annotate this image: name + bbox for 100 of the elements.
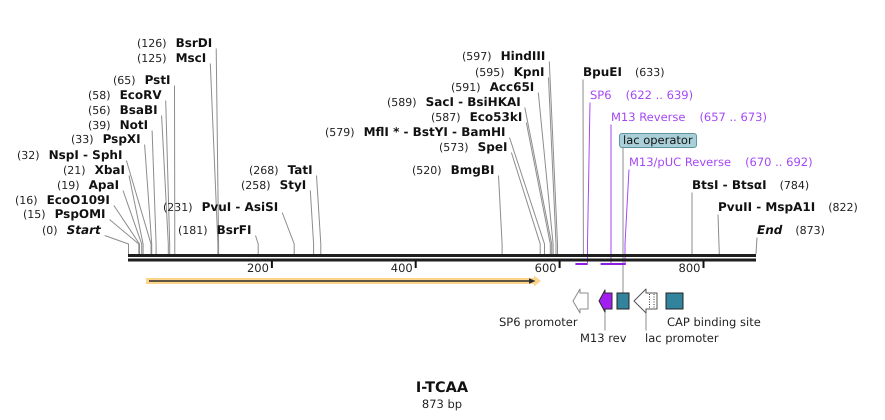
enzyme-name: Acc65I bbox=[490, 80, 534, 94]
leader-line bbox=[498, 175, 503, 254]
enzyme-name: BtsI - BtsαI bbox=[692, 178, 767, 192]
enzyme-name: End bbox=[757, 222, 782, 238]
enzyme-name: BsaBI bbox=[120, 102, 158, 118]
leader-line bbox=[174, 85, 176, 254]
leader-line bbox=[144, 144, 152, 254]
leader-line bbox=[718, 214, 720, 254]
tick-label: 200 bbox=[246, 262, 269, 275]
site-position: (258) bbox=[241, 178, 271, 192]
leader-line bbox=[756, 237, 758, 254]
site-position: (595) bbox=[475, 64, 505, 80]
enzyme-name: SacI - BsiHKAI bbox=[426, 94, 521, 110]
enzyme-name: NotI bbox=[120, 118, 148, 132]
enzyme-name: BmgBI bbox=[450, 162, 494, 178]
feature-tag: lac operator bbox=[619, 132, 697, 148]
leader-line bbox=[604, 312, 606, 331]
enzyme-name: XbaI bbox=[94, 162, 125, 178]
site-position: (56) bbox=[88, 102, 111, 118]
site-position: (126) bbox=[137, 36, 167, 50]
site-position: (125) bbox=[137, 50, 167, 66]
site-position: (0) bbox=[42, 222, 58, 238]
enzyme-name: StyI bbox=[280, 178, 306, 192]
site-position: (597) bbox=[462, 48, 492, 64]
site-position: (268) bbox=[249, 162, 279, 178]
leader-line bbox=[548, 77, 556, 254]
promoter-symbol bbox=[634, 288, 658, 314]
primer-position: (622 .. 639) bbox=[626, 88, 694, 102]
leader-line bbox=[526, 122, 551, 254]
site-position: (784) bbox=[780, 178, 810, 192]
enzyme-name: TatI bbox=[288, 162, 313, 178]
site-position: (58) bbox=[88, 88, 111, 102]
enzyme-name: KpnI bbox=[514, 64, 544, 80]
leader-line bbox=[622, 147, 624, 294]
enzyme-name: MflI * - BstYI - BamHI bbox=[364, 124, 506, 140]
leader-line bbox=[316, 175, 322, 254]
leader-line bbox=[624, 169, 630, 264]
leader-line bbox=[310, 190, 314, 254]
enzyme-name: Eco53kI bbox=[470, 110, 522, 124]
site-position: (573) bbox=[439, 140, 469, 154]
feature-label: SP6 promoter bbox=[499, 314, 578, 330]
site-position: (19) bbox=[57, 178, 80, 192]
leader-line bbox=[582, 79, 584, 254]
site-position: (520) bbox=[412, 162, 442, 178]
site-position: (32) bbox=[17, 148, 40, 162]
leader-line bbox=[509, 137, 545, 254]
leader-line bbox=[216, 48, 220, 254]
site-position: (231) bbox=[163, 200, 193, 214]
enzyme-name: PvuII - MspA1I bbox=[718, 200, 816, 214]
primer-name: M13/pUC Reverse bbox=[629, 154, 732, 170]
enzyme-name: BsrDI bbox=[176, 36, 212, 50]
leader-line bbox=[538, 92, 554, 254]
primer-name: M13 Reverse bbox=[611, 110, 686, 124]
primer-position: (670 .. 692) bbox=[745, 154, 813, 170]
enzyme-name: PstI bbox=[144, 72, 171, 88]
site-position: (181) bbox=[178, 222, 208, 238]
leader-line bbox=[587, 102, 590, 264]
leader-line bbox=[122, 190, 142, 254]
site-position: (15) bbox=[23, 206, 46, 222]
map-title: I-TCAA bbox=[416, 381, 468, 396]
enzyme-name: HindIII bbox=[500, 48, 546, 64]
leader-line bbox=[128, 175, 144, 254]
leader-line bbox=[165, 100, 170, 254]
leader-line bbox=[610, 124, 612, 264]
feature-label: lac promoter bbox=[645, 330, 719, 346]
enzyme-name: Start bbox=[66, 222, 101, 238]
tick-label: 400 bbox=[390, 262, 413, 275]
enzyme-name: NspI - SphI bbox=[48, 148, 122, 162]
leader-line bbox=[255, 235, 259, 254]
enzyme-name: BsrFI bbox=[216, 222, 252, 238]
leader-line bbox=[113, 205, 140, 254]
tick-label: 600 bbox=[534, 262, 557, 275]
site-position: (591) bbox=[451, 80, 481, 94]
enzyme-name: MscI bbox=[176, 50, 206, 66]
site-position: (33) bbox=[71, 132, 94, 146]
primer-symbol bbox=[598, 290, 612, 312]
leader-line bbox=[109, 219, 140, 254]
feature-label: CAP binding site bbox=[667, 314, 761, 330]
site-position: (65) bbox=[113, 72, 136, 88]
leader-line bbox=[524, 107, 552, 254]
primer-position: (657 .. 673) bbox=[699, 110, 767, 124]
leader-line bbox=[548, 61, 558, 254]
promoter-symbol bbox=[572, 288, 588, 314]
enzyme-name: PvuI - AsiSI bbox=[202, 200, 278, 214]
enzyme-name: EcoO109I bbox=[46, 192, 110, 208]
feature-box bbox=[666, 292, 684, 310]
site-position: (16) bbox=[15, 192, 38, 208]
sequence-length: 873 bp bbox=[422, 397, 462, 412]
leader-line bbox=[161, 115, 169, 254]
enzyme-name: ApaI bbox=[88, 178, 120, 192]
enzyme-name: EcoRV bbox=[120, 88, 162, 102]
dna-backbone bbox=[128, 254, 756, 262]
leader-line bbox=[126, 160, 152, 254]
site-position: (633) bbox=[634, 64, 665, 80]
site-position: (873) bbox=[795, 222, 825, 238]
leader-line bbox=[510, 152, 541, 254]
enzyme-name: BpuEI bbox=[583, 64, 622, 80]
enzyme-name: PspOMI bbox=[54, 206, 106, 222]
leader-line bbox=[282, 212, 295, 254]
leader-line bbox=[152, 130, 157, 254]
